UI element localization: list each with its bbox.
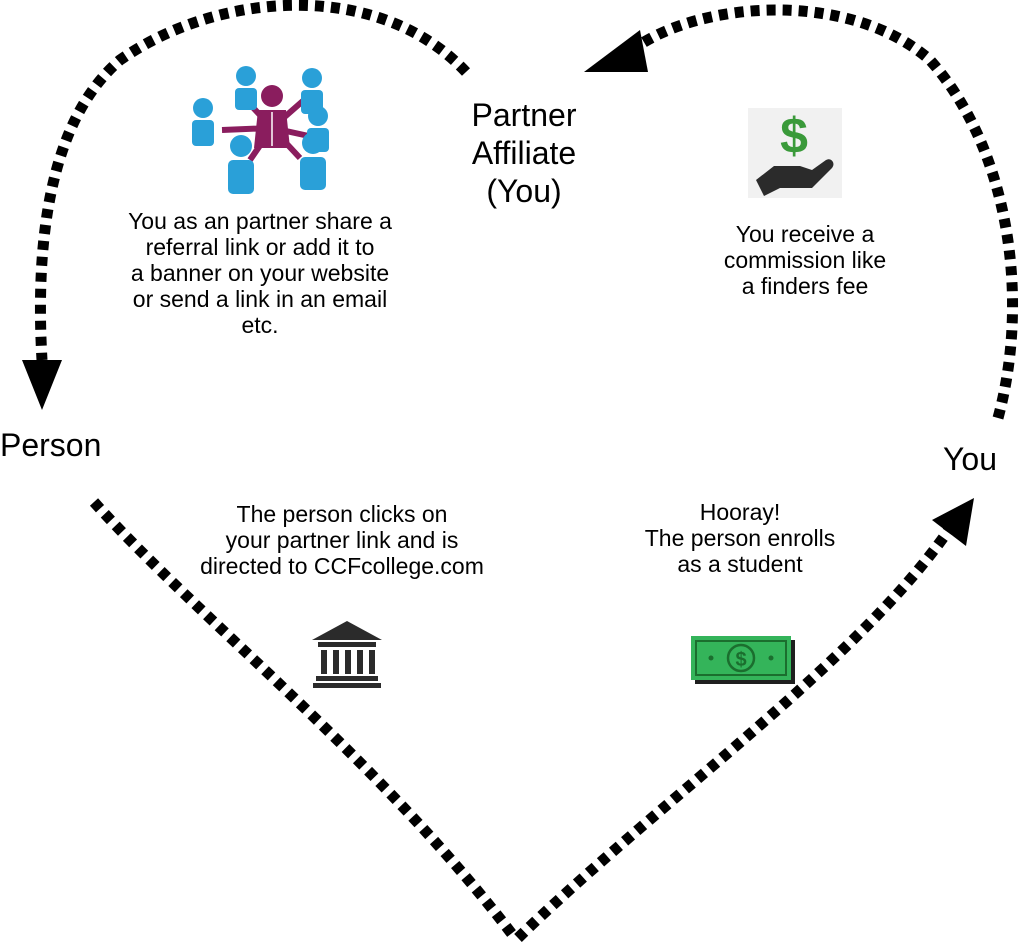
arrow-person-to-bottom	[89, 498, 520, 942]
node-partner-affiliate: Partner Affiliate (You)	[471, 97, 577, 209]
step-share-referral-link: You as an partner share a referral link …	[128, 208, 392, 338]
node-person: Person	[0, 427, 102, 463]
step-person-enrolls: Hooray! The person enrolls as a student	[644, 499, 836, 577]
svg-text:$: $	[780, 108, 808, 164]
arrow-you-to-partner	[628, 4, 1019, 420]
arrowhead-to-partner	[584, 30, 648, 72]
arrowhead-to-you	[932, 498, 974, 546]
node-you: You	[943, 441, 997, 477]
dollar-bill-icon: $	[691, 636, 795, 684]
svg-text:$: $	[735, 649, 746, 671]
arrow-partner-to-person	[34, 0, 471, 361]
people-network-icon	[192, 66, 329, 194]
step-person-clicks-link: The person clicks on your partner link a…	[200, 501, 484, 579]
step-commission: You receive a commission like a finders …	[723, 221, 887, 299]
arrowhead-to-person	[22, 360, 62, 410]
hand-dollar-icon: $	[748, 108, 842, 198]
arrow-bottom-to-you	[514, 524, 955, 942]
bank-building-icon	[312, 621, 382, 688]
